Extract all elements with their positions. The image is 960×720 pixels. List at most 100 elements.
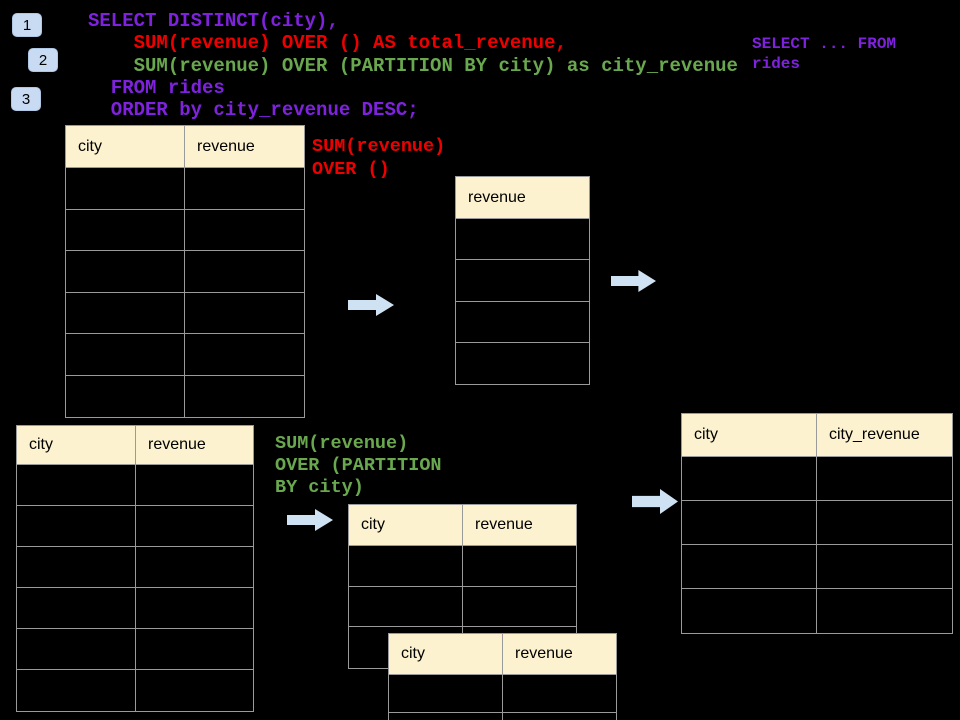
side-note-line: rides (752, 54, 801, 73)
table-row (17, 588, 253, 629)
sql-line-select: SELECT DISTINCT(city), (88, 10, 339, 32)
empty-cell (66, 334, 185, 376)
table-source-bottom: city revenue (16, 425, 254, 712)
empty-cell (17, 629, 136, 670)
sql-line-total-revenue: SUM(revenue) OVER () AS total_revenue, (88, 32, 567, 55)
table-row (17, 670, 253, 711)
annotation-line: SUM(revenue) (312, 136, 446, 157)
table-row (66, 168, 304, 210)
table-header-row: city city_revenue (682, 414, 952, 457)
empty-cell (66, 251, 185, 293)
sql-line-order-by: ORDER by city_revenue DESC; (88, 99, 419, 122)
empty-cell (17, 465, 136, 506)
empty-cell (185, 334, 304, 376)
table-row (456, 343, 589, 384)
empty-cell (136, 465, 253, 506)
empty-cell (389, 675, 503, 713)
empty-cell (503, 675, 616, 713)
empty-cell (817, 501, 952, 545)
arrow-right-icon (632, 489, 678, 514)
empty-cell (185, 210, 304, 251)
empty-cell (682, 588, 817, 633)
arrow-shape (632, 489, 678, 514)
empty-cell (463, 546, 576, 587)
column-header-revenue: revenue (136, 426, 253, 465)
table-row (349, 586, 576, 627)
table-total-result: revenue (455, 176, 590, 386)
empty-cell (66, 209, 185, 251)
empty-cell (185, 293, 304, 334)
empty-cell (456, 343, 589, 384)
step-badge-1: 1 (12, 13, 42, 37)
arrow-right-icon (348, 294, 394, 316)
empty-cell (456, 302, 589, 343)
empty-cell (682, 456, 817, 501)
table-row (349, 546, 576, 587)
empty-cell (456, 219, 589, 261)
table-partition-input: city revenue (348, 504, 577, 669)
empty-cell (503, 713, 616, 720)
empty-cell (17, 670, 136, 711)
annotation-line: BY city) (275, 477, 364, 498)
empty-cell (349, 586, 463, 627)
table-row (66, 334, 304, 376)
empty-cell (185, 376, 304, 418)
table-row (682, 588, 952, 633)
empty-cell (456, 260, 589, 302)
empty-cell (817, 545, 952, 589)
empty-cell (136, 588, 253, 629)
table-row (682, 456, 952, 501)
empty-cell (136, 506, 253, 547)
annotation-line: OVER (PARTITION (275, 455, 442, 476)
table-partition-overlay: city revenue (388, 633, 617, 720)
table-row (682, 544, 952, 589)
arrow-shape (348, 294, 394, 316)
column-header-city-revenue: city_revenue (817, 414, 952, 457)
empty-cell (136, 547, 253, 588)
table-row (456, 260, 589, 302)
annotation-line: SUM(revenue) (275, 433, 409, 454)
table-city-revenue-result: city city_revenue (681, 413, 953, 634)
empty-cell (682, 500, 817, 545)
empty-cell (17, 588, 136, 629)
arrow-shape (611, 270, 656, 292)
empty-cell (817, 589, 952, 633)
side-note-line: SELECT ... FROM (752, 35, 897, 53)
empty-cell (136, 629, 253, 670)
column-header-revenue: revenue (456, 177, 589, 219)
table-header-row: revenue (456, 177, 589, 219)
arrow-right-icon (611, 270, 656, 292)
table-source-top: city revenue (65, 125, 305, 418)
empty-cell (136, 670, 253, 711)
empty-cell (185, 168, 304, 210)
empty-cell (17, 506, 136, 547)
table-row (17, 506, 253, 547)
table-row (66, 251, 304, 293)
column-header-revenue: revenue (463, 505, 576, 546)
table-header-row: city revenue (349, 505, 576, 546)
annotation-line: OVER () (312, 159, 390, 180)
table-header-row: city revenue (17, 426, 253, 465)
table-row (17, 629, 253, 670)
table-row (17, 465, 253, 506)
table-row (17, 547, 253, 588)
table-row (66, 375, 304, 418)
table-header-row: city revenue (66, 126, 304, 168)
arrow-shape (287, 509, 333, 531)
column-header-city: city (682, 414, 817, 457)
empty-cell (817, 457, 952, 501)
empty-cell (389, 713, 503, 720)
column-header-revenue: revenue (503, 634, 616, 675)
empty-cell (66, 168, 185, 210)
column-header-city: city (66, 126, 185, 168)
table-row (456, 302, 589, 343)
empty-cell (463, 587, 576, 627)
step-badge-3: 3 (11, 87, 41, 111)
empty-cell (66, 375, 185, 417)
empty-cell (349, 546, 463, 587)
empty-cell (682, 544, 817, 589)
sql-line-city-revenue: SUM(revenue) OVER (PARTITION BY city) as… (88, 54, 738, 77)
